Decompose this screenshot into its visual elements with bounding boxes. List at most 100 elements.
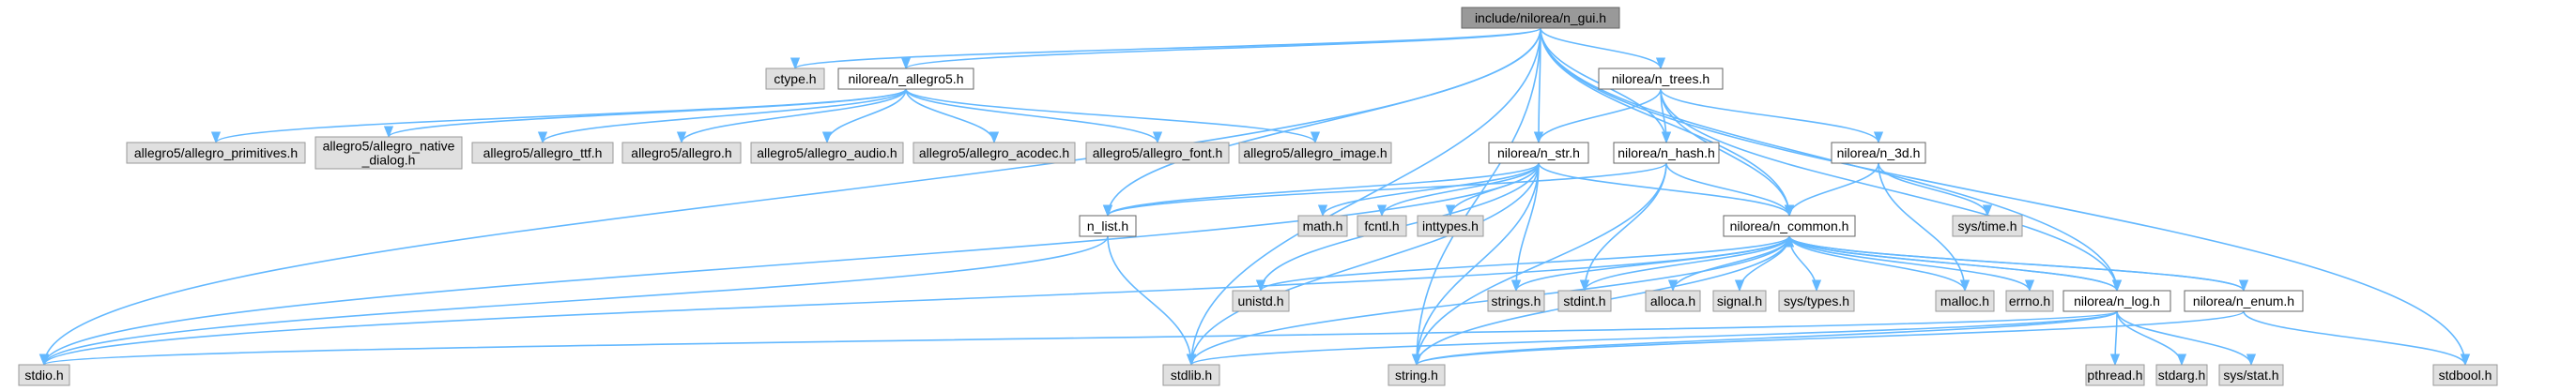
node-fcntl[interactable]: fcntl.h [1357,215,1407,237]
node-stdint[interactable]: stdint.h [1557,290,1612,312]
node-label: string.h [1395,368,1438,383]
node-stdio[interactable]: stdio.h [18,364,70,386]
node-box [1487,290,1545,312]
node-inttypes[interactable]: inttypes.h [1417,215,1484,237]
node-box [2155,364,2208,386]
node-box [2062,290,2171,312]
node-label: signal.h [1717,293,1762,308]
node-label: sys/time.h [1957,218,2016,233]
edge-n_log-to-stdlib [1187,310,2118,367]
node-box [1557,290,1612,312]
node-label: allegro5/allegro_audio.h [757,145,897,160]
node-label: pthread.h [2087,368,2142,383]
edge-n_log-to-sysstat [2116,310,2257,367]
node-al-font[interactable]: allegro5/allegro_font.h [1085,142,1230,164]
node-label: sys/stat.h [2223,368,2278,383]
node-systypes[interactable]: sys/types.h [1778,290,1855,312]
node-n-3d[interactable]: nilorea/n_3d.h [1831,142,1926,164]
node-stdbool[interactable]: stdbool.h [2432,364,2498,386]
node-n-list[interactable]: n_list.h [1079,215,1137,237]
node-stdlib[interactable]: stdlib.h [1162,364,1220,386]
node-box [837,68,974,90]
node-n-log[interactable]: nilorea/n_log.h [2062,290,2171,312]
node-n-trees[interactable]: nilorea/n_trees.h [1598,68,1724,90]
edge-n_common-to-malloc [1788,235,1970,293]
edge-n_hash-to-n_list [1103,162,1667,218]
node-al-native[interactable]: allegro5/allegro_native_dialog.h [314,136,463,170]
edge-layer [38,27,2471,367]
edge-n_common-to-errno [1788,235,2035,293]
node-label: stdio.h [24,368,63,383]
edge-n_trees-to-n_log [1660,88,2123,293]
node-n-str[interactable]: nilorea/n_str.h [1488,142,1589,164]
node-malloc[interactable]: malloc.h [1935,290,1995,312]
edge-n_log-to-stdio [39,310,2118,367]
node-n-common[interactable]: nilorea/n_common.h [1723,215,1856,237]
node-box [471,142,614,164]
node-label: nilorea/n_3d.h [1837,145,1921,160]
edge-n_allegro5-to-al_ttf [538,88,907,144]
edge-n_common-to-unistd [1256,235,1790,293]
node-errno[interactable]: errno.h [2005,290,2054,312]
node-box [912,142,1076,164]
edge-root-to-n_log [1540,27,2123,293]
node-n-allegro5[interactable]: nilorea/n_allegro5.h [837,68,974,90]
node-label: stdbool.h [2439,368,2492,383]
node-box [2218,364,2284,386]
node-strings[interactable]: strings.h [1487,290,1545,312]
edge-root-to-stdlib [1186,27,1541,367]
edge-root-to-n_allegro5 [901,27,1541,70]
node-alloca[interactable]: alloca.h [1645,290,1701,312]
edge-n_log-to-string [1412,310,2118,367]
node-label: allegro5/allegro_primitives.h [134,145,298,160]
node-box [1461,7,1620,29]
node-box [2432,364,2498,386]
edge-root-to-stdio [38,27,1541,367]
node-stdarg[interactable]: stdarg.h [2155,364,2208,386]
edge-n_allegro5-to-al_prims [211,88,907,144]
node-pthread[interactable]: pthread.h [2085,364,2145,386]
node-box [1417,215,1484,237]
edge-n_hash-to-n_common [1665,162,1795,218]
node-label: malloc.h [1940,293,1989,308]
node-ctype[interactable]: ctype.h [765,68,825,90]
edge-n_3d-to-n_common [1784,162,1879,218]
node-signal[interactable]: signal.h [1712,290,1767,312]
node-n-enum[interactable]: nilorea/n_enum.h [2184,290,2304,312]
node-box [1778,290,1855,312]
node-systime[interactable]: sys/time.h [1952,215,2023,237]
node-al-prims[interactable]: allegro5/allegro_primitives.h [126,142,306,164]
node-al-audio[interactable]: allegro5/allegro_audio.h [750,142,904,164]
node-n-hash[interactable]: nilorea/n_hash.h [1613,142,1720,164]
edge-n_allegro5-to-al_audio [821,88,907,144]
edge-n_3d-to-malloc [1878,162,1970,293]
node-unistd[interactable]: unistd.h [1232,290,1290,312]
node-allegro[interactable]: allegro5/allegro.h [621,142,742,164]
node-al-image[interactable]: allegro5/allegro_image.h [1238,142,1392,164]
node-label: nilorea/n_log.h [2074,293,2160,308]
node-math[interactable]: math.h [1297,215,1348,237]
node-label: unistd.h [1237,293,1283,308]
node-label: allegro5/allegro.h [631,145,731,160]
node-root[interactable]: include/nilorea/n_gui.h [1461,7,1620,29]
edge-n_allegro5-to-al_font [905,88,1162,144]
node-al-acodec[interactable]: allegro5/allegro_acodec.h [912,142,1076,164]
edge-root-to-n_trees [1540,27,1666,70]
node-box [1357,215,1407,237]
node-box [1613,142,1720,164]
edge-n_str-to-stdio [39,162,1540,367]
edge-n_common-to-strings [1511,235,1790,293]
node-al-ttf[interactable]: allegro5/allegro_ttf.h [471,142,614,164]
node-string[interactable]: string.h [1388,364,1446,386]
edge-n_hash-to-string [1411,162,1667,367]
node-sysstat[interactable]: sys/stat.h [2218,364,2284,386]
node-label: stdarg.h [2158,368,2206,383]
node-box [2005,290,2054,312]
edge-n_common-to-stdint [1579,235,1790,293]
edge-n_log-to-stdarg [2116,310,2187,367]
edge-n_common-to-stdio [39,235,1790,367]
node-box [314,136,463,170]
edge-n_list-to-stdlib [1107,235,1197,367]
node-box [1645,290,1701,312]
